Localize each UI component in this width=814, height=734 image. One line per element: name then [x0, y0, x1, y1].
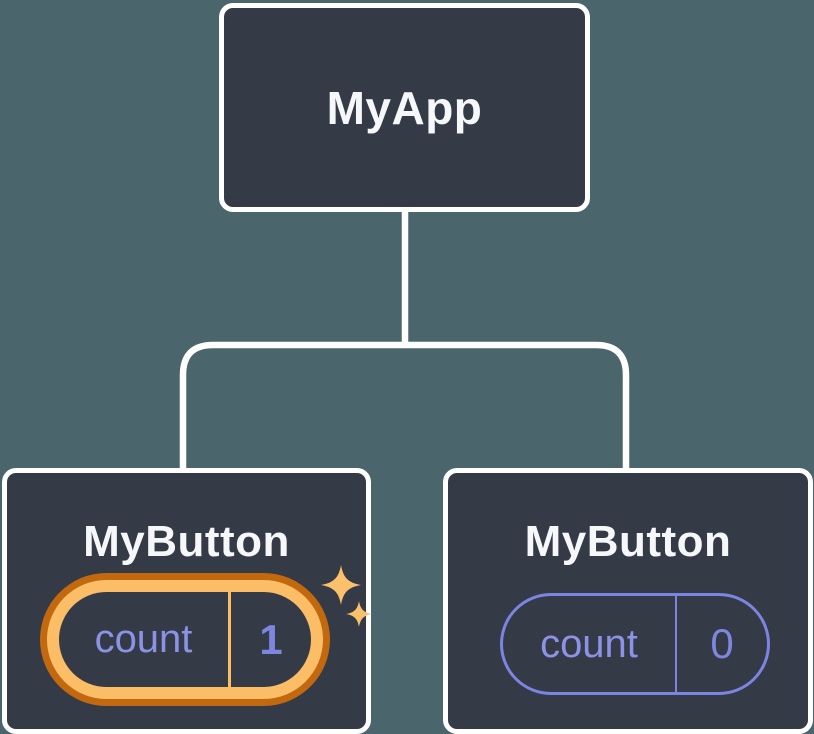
- node-mybutton-right: MyButton count 0: [443, 468, 813, 734]
- state-value-cell: 1: [228, 592, 311, 687]
- state-key-cell: count: [503, 596, 675, 692]
- state-pill-body: count 1: [59, 592, 311, 687]
- state-value-cell: 0: [675, 596, 767, 692]
- state-key-label: count: [94, 617, 193, 661]
- sparkle-icon-large: [321, 565, 361, 605]
- state-key-cell: count: [59, 592, 228, 687]
- node-mybutton-left: MyButton count 1: [2, 468, 372, 734]
- node-mybutton-left-label: MyButton: [83, 517, 290, 566]
- connector-bracket: [179, 341, 630, 471]
- state-pill-highlighted: count 1: [40, 573, 330, 706]
- state-pill-plain: count 0: [500, 593, 770, 695]
- state-value: 1: [259, 615, 283, 663]
- node-myapp: MyApp: [219, 3, 590, 212]
- state-pill-ring: count 1: [47, 580, 323, 699]
- node-myapp-label: MyApp: [326, 81, 483, 134]
- node-mybutton-right-label: MyButton: [524, 517, 732, 566]
- sparkle-icon-small: [346, 601, 372, 627]
- state-key-label: count: [540, 621, 638, 666]
- state-value: 0: [710, 620, 734, 667]
